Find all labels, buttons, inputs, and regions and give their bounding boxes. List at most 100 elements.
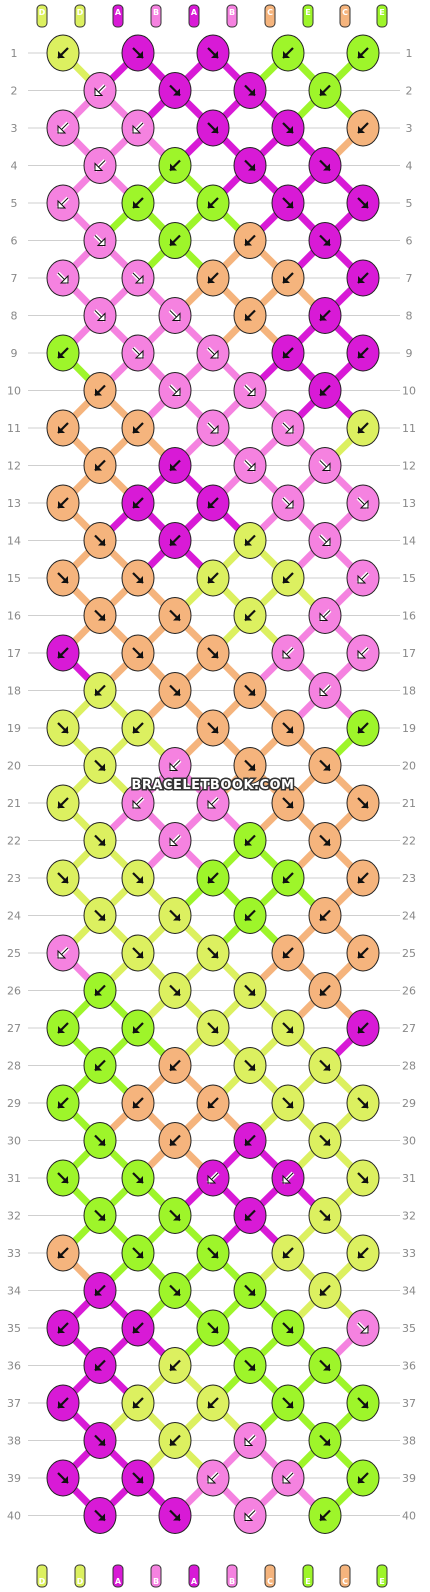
svg-text:D: D	[77, 1577, 84, 1586]
arrow-down-left-icon	[207, 872, 219, 884]
row-number-right: 17	[402, 647, 416, 660]
row-number-left: 34	[7, 1285, 21, 1298]
knot	[158, 222, 192, 259]
knot	[46, 1459, 80, 1497]
arrow-down-left-icon	[357, 122, 369, 134]
knot	[83, 372, 117, 409]
svg-text:B: B	[153, 8, 159, 17]
arrow-down-right-icon	[356, 1321, 370, 1335]
knot	[346, 559, 380, 597]
arrow-down-left-icon	[93, 159, 107, 172]
knot	[121, 409, 155, 447]
knot	[346, 259, 380, 297]
knot	[308, 147, 342, 184]
knot	[271, 1384, 305, 1422]
strand-label-bottom: E	[302, 1564, 314, 1588]
knot	[196, 184, 230, 222]
arrow-down-left-icon	[244, 1209, 256, 1222]
row-number-right: 7	[406, 272, 413, 285]
knot	[46, 484, 80, 522]
arrow-down-left-icon	[207, 497, 219, 509]
row-number-right: 40	[402, 1510, 416, 1523]
knot	[83, 747, 117, 784]
knot	[196, 1384, 230, 1422]
arrow-down-left-icon	[94, 1359, 106, 1372]
knot	[121, 859, 155, 897]
arrow-down-left-icon	[168, 834, 182, 847]
knot	[46, 334, 80, 372]
svg-text:B: B	[229, 8, 235, 17]
arrow-down-right-icon	[319, 1134, 331, 1147]
strand-label-bottom: C	[264, 1564, 276, 1588]
arrow-down-right-icon	[244, 1359, 256, 1372]
knot	[46, 34, 80, 72]
row-number-left: 29	[7, 1097, 21, 1110]
arrow-down-right-icon	[244, 684, 256, 697]
knot	[46, 634, 80, 672]
arrow-down-right-icon	[207, 647, 219, 659]
knot	[83, 1347, 117, 1384]
row-number-right: 22	[402, 835, 416, 848]
knot	[308, 897, 342, 934]
knot	[308, 972, 342, 1009]
row-number-left: 8	[11, 310, 18, 323]
row-number-right: 31	[402, 1172, 416, 1185]
knot	[121, 334, 155, 372]
knot	[233, 147, 267, 184]
arrow-down-right-icon	[168, 309, 182, 322]
arrow-down-right-icon	[282, 797, 294, 809]
knot	[158, 1272, 192, 1309]
strand-label-bottom: A	[112, 1564, 124, 1588]
arrow-down-left-icon	[357, 1022, 369, 1034]
arrow-down-left-icon	[93, 84, 107, 97]
knot	[233, 447, 267, 484]
arrow-down-right-icon	[243, 384, 257, 397]
row-number-left: 14	[7, 535, 21, 548]
row-number-right: 10	[402, 385, 416, 398]
arrow-down-right-icon	[94, 1134, 106, 1147]
knot	[308, 222, 342, 259]
row-number-right: 35	[402, 1322, 416, 1335]
svg-text:C: C	[342, 1577, 348, 1586]
knot	[158, 1347, 192, 1384]
knot	[233, 372, 267, 409]
arrow-down-right-icon	[56, 271, 70, 285]
knot	[271, 409, 305, 447]
row-number-left: 16	[7, 610, 21, 623]
knot	[196, 1009, 230, 1047]
arrow-down-right-icon	[94, 834, 106, 847]
knot	[346, 784, 380, 822]
arrow-down-right-icon	[169, 909, 181, 922]
knot	[346, 484, 380, 522]
arrow-down-right-icon	[207, 947, 219, 959]
svg-text:D: D	[39, 8, 46, 17]
row-number-right: 8	[406, 310, 413, 323]
knot	[308, 1272, 342, 1309]
arrow-down-right-icon	[207, 47, 219, 59]
arrow-down-right-icon	[57, 1172, 69, 1184]
row-number-right: 36	[402, 1360, 416, 1373]
arrow-down-left-icon	[57, 1022, 69, 1034]
arrow-down-right-icon	[94, 534, 106, 547]
arrow-down-left-icon	[169, 1134, 181, 1147]
svg-text:B: B	[229, 1577, 235, 1586]
arrow-down-left-icon	[282, 947, 294, 959]
arrow-down-left-icon	[282, 1247, 294, 1259]
knot	[233, 672, 267, 709]
arrow-down-right-icon	[206, 421, 220, 435]
arrow-down-right-icon	[282, 722, 294, 734]
svg-text:B: B	[153, 1577, 159, 1586]
arrow-down-left-icon	[357, 272, 369, 284]
knot	[271, 1009, 305, 1047]
knot	[46, 859, 80, 897]
arrow-down-right-icon	[132, 872, 144, 884]
row-number-right: 14	[402, 535, 416, 548]
arrow-down-left-icon	[356, 571, 370, 585]
arrow-down-right-icon	[282, 1322, 294, 1334]
knot	[346, 1234, 380, 1272]
strand-label-bottom: A	[188, 1564, 200, 1588]
knot	[158, 822, 192, 859]
knot	[83, 672, 117, 709]
arrow-down-right-icon	[132, 572, 144, 584]
